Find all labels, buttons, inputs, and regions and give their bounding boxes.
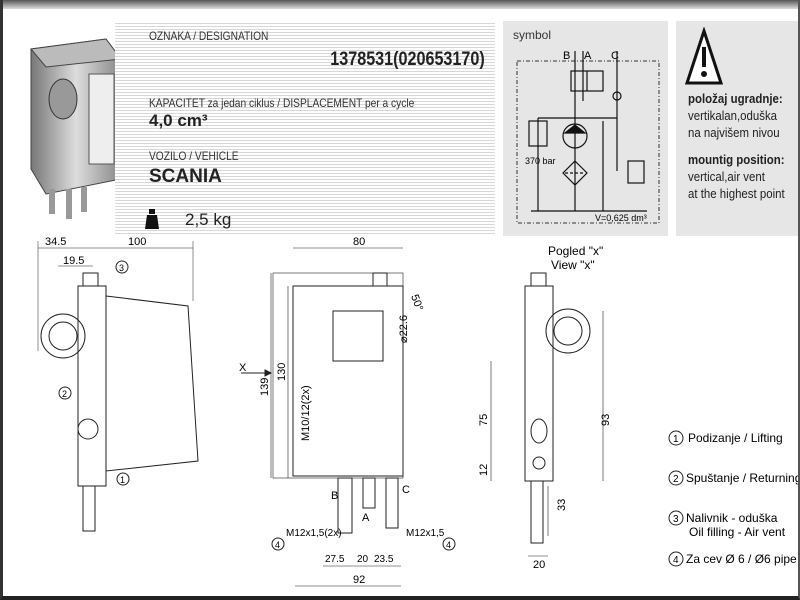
mounting-text-local-1: vertikalan,oduška [688, 108, 778, 123]
product-photo [30, 38, 122, 219]
svg-text:3: 3 [119, 263, 124, 273]
svg-text:Nalivnik - oduška: Nalivnik - oduška [686, 511, 778, 525]
svg-text:Spuštanje / Returning: Spuštanje / Returning [686, 471, 798, 485]
thread-m12-left: M12x1,5(2x) [286, 528, 342, 539]
dim-angle-50: 50° [408, 293, 425, 313]
dim-80: 80 [353, 236, 365, 248]
dim-20: 20 [357, 554, 369, 565]
product-info-panel: OZNAKA / DESIGNATION 1378531(020653170) … [115, 21, 495, 236]
mounting-text-en-2: at the highest point [688, 186, 785, 201]
svg-text:4: 4 [673, 555, 679, 566]
side-view [37, 241, 199, 532]
view-x-label-local: Pogled "x" [548, 244, 603, 258]
legend-item-4: 4 Za cev Ø 6 / Ø6 pipe [668, 551, 797, 567]
callout-2: 2 [58, 386, 72, 400]
mounting-text-local-2: na najvišem nivou [688, 125, 780, 140]
svg-text:4: 4 [275, 540, 280, 550]
mounting-heading-en: mountig position: [688, 152, 785, 167]
mounting-warning-panel: položaj ugradnje: vertikalan,oduška na n… [676, 21, 798, 236]
svg-text:Podizanje / Lifting: Podizanje / Lifting [688, 431, 783, 445]
port-b-label: B [563, 50, 570, 62]
svg-text:4: 4 [446, 540, 451, 550]
dim-130: 130 [276, 363, 288, 381]
dim-20-right: 20 [533, 559, 545, 571]
hydraulic-symbol-panel: symbol B A C 370 bar V=0,625 dm³ [503, 21, 668, 236]
dim-diameter-22-6: ⌀22.6 [398, 315, 410, 343]
dim-34-5: 34.5 [45, 236, 66, 248]
port-c-label: C [402, 484, 410, 496]
port-c-label: C [611, 50, 619, 62]
svg-text:Za cev Ø 6 / Ø6 pipe: Za cev Ø 6 / Ø6 pipe [686, 552, 797, 566]
thread-m12-right: M12x1,5 [406, 528, 445, 539]
volume-label: V=0,625 dm³ [595, 213, 647, 223]
legend-item-1: 1 Podizanje / Lifting [668, 430, 783, 446]
dim-27-5: 27.5 [325, 554, 345, 565]
dim-92: 92 [353, 574, 365, 586]
dim-33: 33 [556, 499, 568, 511]
designation-value: 1378531(020653170) [330, 49, 485, 70]
thread-m10-12: M10/12(2x) [300, 385, 312, 441]
port-b-label: B [331, 490, 338, 502]
callout-4-right: 4 [442, 537, 456, 551]
dim-93: 93 [600, 414, 612, 426]
header-section: OZNAKA / DESIGNATION 1378531(020653170) … [3, 9, 798, 236]
front-view [241, 247, 404, 587]
displacement-label: KAPACITET za jedan ciklus / DISPLACEMENT… [149, 96, 415, 110]
svg-text:1: 1 [120, 475, 125, 485]
displacement-value: 4,0 cm³ [149, 111, 208, 130]
dim-75: 75 [478, 414, 490, 426]
top-bar [0, 0, 800, 9]
symbol-title: symbol [513, 28, 551, 42]
callout-3: 3 [115, 260, 129, 274]
callout-4-left: 4 [271, 537, 285, 551]
port-a-label: A [362, 512, 370, 524]
view-x [490, 272, 604, 557]
dim-139: 139 [259, 378, 271, 396]
weight-icon [145, 209, 159, 229]
mounting-heading-local: položaj ugradnje: [688, 91, 783, 106]
callout-1: 1 [116, 472, 130, 486]
technical-drawing: 34.5 100 19.5 3 2 1 80 50° ⌀22.6 X 139 1… [37, 236, 798, 587]
svg-text:2: 2 [62, 389, 67, 399]
mounting-text-en-1: vertical,air vent [688, 169, 765, 184]
svg-text:1: 1 [673, 434, 679, 445]
warning-icon [684, 27, 724, 85]
vehicle-value: SCANIA [149, 166, 222, 187]
pressure-label: 370 bar [525, 156, 556, 166]
designation-label: OZNAKA / DESIGNATION [149, 29, 269, 43]
dim-12: 12 [478, 464, 490, 476]
view-x-arrow-label: X [239, 362, 247, 374]
dim-23-5: 23.5 [374, 554, 394, 565]
weight-value: 2,5 kg [185, 210, 232, 229]
svg-text:Oil filling - Air vent: Oil filling - Air vent [689, 525, 786, 539]
port-a-label: A [584, 50, 592, 62]
svg-text:2: 2 [673, 474, 679, 485]
legend-item-2: 2 Spuštanje / Returning [668, 470, 798, 486]
valve-symbol [528, 51, 647, 212]
svg-text:3: 3 [673, 514, 679, 525]
legend: 1 Podizanje / Lifting 2 Spuštanje / Return… [668, 430, 798, 567]
dim-100: 100 [128, 236, 146, 248]
vehicle-label: VOZILO / VEHICLE [149, 149, 239, 163]
view-x-label-en: View "x" [551, 258, 595, 272]
dim-19-5: 19.5 [63, 255, 84, 267]
